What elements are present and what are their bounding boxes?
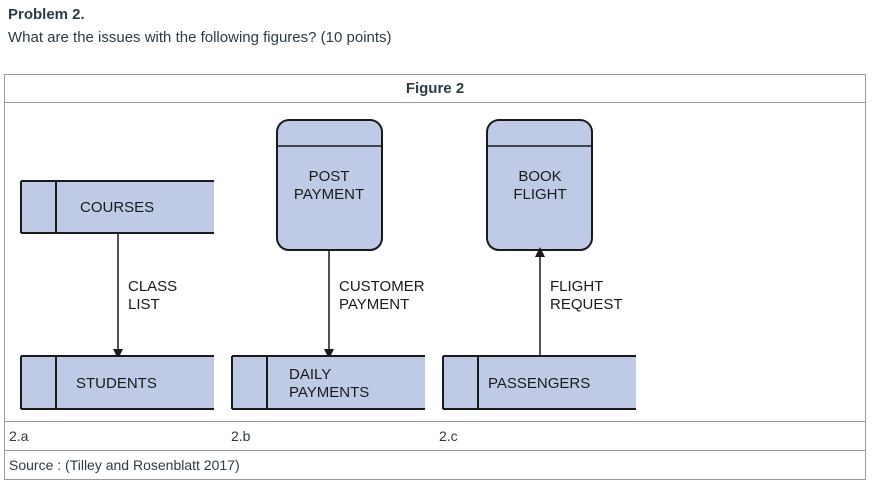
- flow-label-line2: PAYMENT: [339, 296, 409, 313]
- caption-2c: 2.c: [439, 428, 458, 444]
- figure-table: Figure 2 2.a 2.b 2.c Source : (Tilley an…: [4, 74, 866, 480]
- process-label-line1: POST: [309, 168, 350, 185]
- table-divider: [5, 102, 865, 103]
- store-label-students: STUDENTS: [76, 375, 157, 392]
- source-citation: Source : (Tilley and Rosenblatt 2017): [9, 457, 240, 473]
- store-label-line2: PAYMENTS: [289, 384, 369, 401]
- process-book-flight: BOOK FLIGHT: [486, 119, 593, 251]
- caption-2b: 2.b: [231, 428, 251, 444]
- problem-question: What are the issues with the following f…: [8, 29, 392, 46]
- store-label-passengers: PASSENGERS: [488, 375, 590, 392]
- diagram-2a: COURSES CLASS LIST STUDENTS: [20, 180, 214, 410]
- flow-label-line2: REQUEST: [550, 296, 623, 313]
- store-label-courses: COURSES: [80, 199, 154, 216]
- data-store-students: STUDENTS: [20, 355, 214, 410]
- process-label-line2: FLIGHT: [513, 186, 566, 203]
- diagram-2b: POST PAYMENT CUSTOMER PAYMENT DAILY PAYM…: [231, 119, 425, 410]
- data-store-passengers: PASSENGERS: [442, 355, 636, 410]
- caption-2a: 2.a: [9, 428, 29, 444]
- data-store-daily-payments: DAILY PAYMENTS: [231, 355, 425, 410]
- data-store-courses: COURSES: [20, 180, 214, 234]
- flow-label-line1: CUSTOMER: [339, 278, 425, 295]
- process-label-line2: PAYMENT: [294, 186, 364, 203]
- diagram-2c: BOOK FLIGHT FLIGHT REQUEST PASSENGERS: [442, 119, 636, 410]
- table-divider: [5, 421, 865, 422]
- flow-label-line1: CLASS: [128, 278, 177, 295]
- process-post-payment: POST PAYMENT: [276, 119, 383, 251]
- store-label-line1: DAILY: [289, 366, 331, 383]
- problem-title: Problem 2.: [8, 6, 85, 23]
- process-label-line1: BOOK: [518, 168, 561, 185]
- figure-title: Figure 2: [405, 80, 465, 97]
- table-divider: [5, 450, 865, 451]
- flow-label-line1: FLIGHT: [550, 278, 603, 295]
- flow-label-line2: LIST: [128, 296, 160, 313]
